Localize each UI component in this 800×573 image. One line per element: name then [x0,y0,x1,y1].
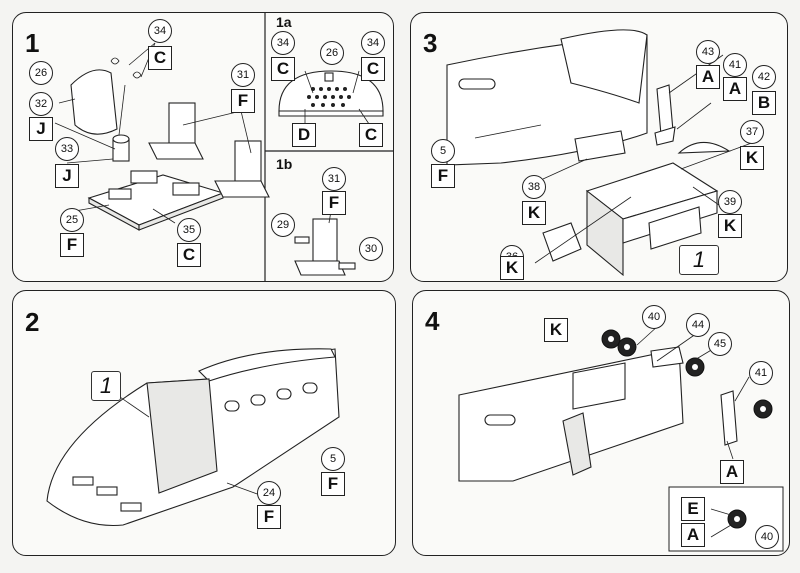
part-callout: 38 [522,175,546,199]
step-number-1b: 1b [276,156,293,172]
step-1-panel: 1 1a 1b 34 C 26 32 J 33 J 25 F 35 C 31 F… [12,12,394,282]
sheet-callout: F [431,164,455,188]
sheet-callout: J [29,117,53,141]
part-callout: 40 [642,305,666,329]
sheet-callout: C [148,46,172,70]
step-2-drawing [46,348,340,527]
step-3-drawing [446,29,758,277]
sheet-callout: K [522,201,546,225]
step-1-drawing [54,13,393,281]
sheet-callout: F [231,89,255,113]
part-callout: 34 [361,31,385,55]
step-number-1a: 1a [276,14,292,30]
part-callout: 26 [320,41,344,65]
sheet-callout: F [60,233,84,257]
part-callout: 5 [431,139,455,163]
sheet-callout: C [271,57,295,81]
part-callout: 30 [359,237,383,261]
sheet-callout: F [321,472,345,496]
sheet-callout: A [723,77,747,101]
step-4-drawing [458,324,784,552]
sheet-callout: K [718,214,742,238]
part-callout: 40 [755,525,779,549]
part-callout: 33 [55,137,79,161]
part-callout: 43 [696,40,720,64]
sheet-callout: K [544,318,568,342]
step-4-panel: 4 K 40 44 45 41 A E A 40 [412,290,790,556]
part-callout: 29 [271,213,295,237]
part-callout: 24 [257,481,281,505]
sheet-callout: F [257,505,281,529]
subassembly-reference: 1 [91,371,121,401]
step-number-1: 1 [25,28,40,58]
sheet-callout: E [681,497,705,521]
step-3-panel: 3 43 A 41 A 42 B 5 F 37 K 38 K 39 K 36 K… [410,12,788,282]
step-2-panel: 2 1 5 F 24 F [12,290,396,556]
subassembly-reference: 1 [679,245,719,275]
part-callout: 32 [29,92,53,116]
sheet-callout: C [361,57,385,81]
part-callout: 25 [60,208,84,232]
sheet-callout: B [752,91,776,115]
step-number-2: 2 [25,307,40,337]
part-callout: 39 [718,190,742,214]
step-number-4: 4 [425,306,440,336]
sheet-callout: A [681,523,705,547]
part-callout: 37 [740,120,764,144]
part-callout: 45 [708,332,732,356]
sheet-callout: C [177,243,201,267]
part-callout: 41 [749,361,773,385]
sheet-callout: D [292,123,316,147]
part-callout: 42 [752,65,776,89]
sheet-callout: K [740,146,764,170]
part-callout: 31 [231,63,255,87]
part-callout: 34 [148,19,172,43]
part-callout: 31 [322,167,346,191]
sheet-callout: A [696,65,720,89]
part-callout: 26 [29,61,53,85]
part-callout: 35 [177,218,201,242]
step-number-3: 3 [423,28,438,58]
part-callout: 44 [686,313,710,337]
sheet-callout: K [500,256,524,280]
sheet-callout: J [55,164,79,188]
part-callout: 41 [723,53,747,77]
part-callout: 34 [271,31,295,55]
sheet-callout: F [322,191,346,215]
sheet-callout: A [720,460,744,484]
sheet-callout: C [359,123,383,147]
part-callout: 5 [321,447,345,471]
